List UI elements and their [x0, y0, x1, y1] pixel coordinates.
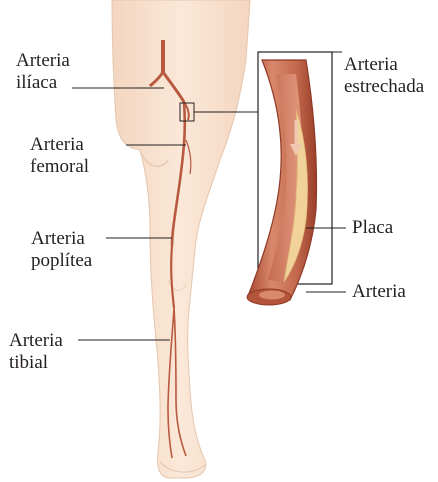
label-femoral-line1: Arteria	[30, 134, 89, 156]
label-narrowed-line2: estrechada	[344, 76, 424, 98]
label-femoral-line2: femoral	[30, 156, 89, 178]
label-artery-text: Arteria	[352, 281, 406, 303]
label-plaque-text: Placa	[352, 217, 393, 239]
label-popliteal-line2: poplítea	[31, 250, 92, 272]
artery-opening-inner	[259, 291, 285, 300]
label-plaque: Placa	[352, 217, 393, 239]
label-tibial-artery: Arteria tibial	[9, 330, 63, 374]
label-iliac-line1: Arteria	[16, 50, 80, 72]
label-tibial-line1: Arteria	[9, 330, 63, 352]
label-iliac-line2: ilíaca	[16, 72, 80, 94]
torso-silhouette	[112, 0, 250, 478]
label-popliteal-artery: Arteria poplítea	[31, 228, 92, 272]
label-iliac-artery: Arteria ilíaca	[16, 50, 80, 94]
label-popliteal-line1: Arteria	[31, 228, 92, 250]
label-narrowed-line1: Arteria	[344, 54, 424, 76]
label-tibial-line2: tibial	[9, 352, 63, 374]
label-narrowed-artery: Arteria estrechada	[344, 54, 424, 98]
label-femoral-artery: Arteria femoral	[30, 134, 89, 178]
label-artery: Arteria	[352, 281, 406, 303]
